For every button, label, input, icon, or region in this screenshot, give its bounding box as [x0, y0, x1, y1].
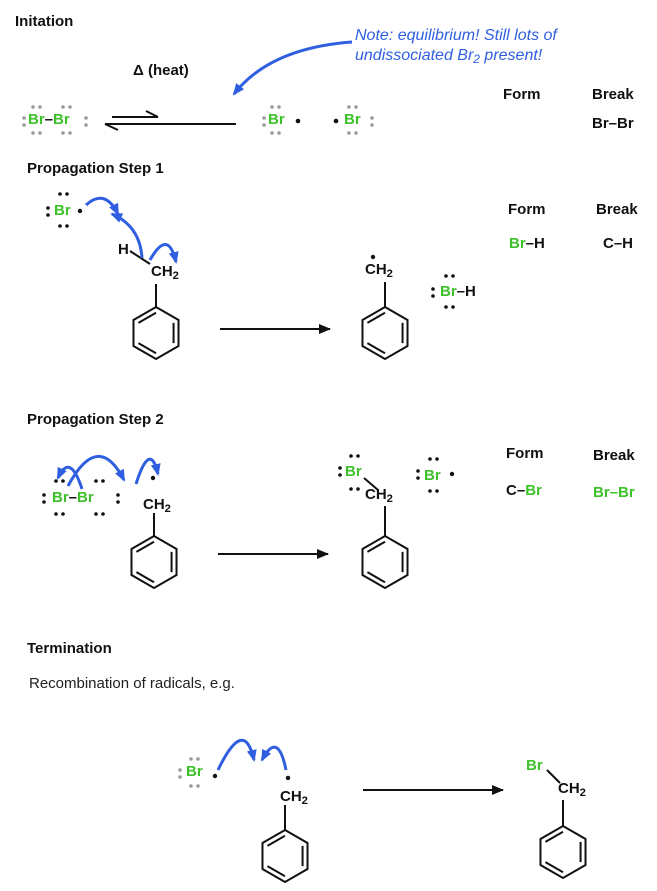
heat-label: Δ (heat): [133, 62, 189, 79]
lone-pairs-initiation: [22, 105, 374, 135]
prop1-hbr-product: Br–H: [440, 283, 476, 300]
prop1-arrow-b: [110, 212, 144, 259]
equilibrium-arrow: [104, 110, 236, 131]
term-ch2-product: CH2: [558, 780, 586, 799]
term-arrow-b: [260, 745, 288, 771]
recombination-text: Recombination of radicals, e.g.: [29, 675, 235, 692]
prop1-product-ring: [361, 282, 409, 361]
prop1-hydrogen: H: [118, 241, 129, 258]
prop1-reactant-ring: [132, 284, 180, 361]
term-br-product: Br: [526, 757, 543, 774]
note-line2: undissociated Br2 present!: [355, 47, 543, 66]
term-arrow-a: [216, 738, 257, 771]
term-reactant-ring: [261, 805, 309, 884]
note-line1: Note: equilibrium! Still lots of: [355, 27, 557, 44]
prop1-arrow-a: [85, 196, 120, 216]
prop2-arrow-b: [66, 455, 126, 487]
prop2-ch2-product: CH2: [365, 486, 393, 505]
prop2-br2-reactant: Br–Br: [52, 489, 94, 506]
prop2-reactant-ring: [130, 513, 178, 590]
lone-pairs-termination: [178, 757, 291, 788]
prop1-ch2-reactant: CH2: [151, 263, 179, 282]
initiation-br-radical-2: Br: [344, 111, 361, 128]
note-arrow: [232, 40, 353, 96]
prop2-ch2-reactant: CH2: [143, 496, 171, 515]
break-header-prop2: Break: [593, 447, 635, 464]
prop2-arrow-c: [134, 457, 161, 485]
break-value-prop2: Br–Br: [593, 484, 635, 501]
prop2-br-c-bond: [363, 477, 379, 491]
lone-pairs-prop1: [46, 192, 455, 309]
propagation-step2-heading: Propagation Step 2: [27, 411, 164, 428]
break-header-prop1: Break: [596, 201, 638, 218]
form-value-prop2: C–Br: [506, 482, 542, 499]
break-header-initiation: Break: [592, 86, 634, 103]
prop1-arrow-c: [148, 243, 179, 264]
prop2-br-radical-product: Br: [424, 467, 441, 484]
initiation-heading: Initation: [15, 13, 74, 30]
prop1-br-radical: Br: [54, 202, 71, 219]
form-header-prop2: Form: [506, 445, 544, 462]
initiation-br2-reactant: Br–Br: [28, 111, 70, 128]
term-ch2-reactant: CH2: [280, 788, 308, 807]
lone-pairs-prop2: [42, 454, 455, 516]
form-header-initiation: Form: [503, 86, 541, 103]
break-value-prop1: C–H: [603, 235, 634, 252]
benzene-rings: [130, 282, 587, 884]
prop1-ch2-product: CH2: [365, 261, 393, 280]
propagation-step1-heading: Propagation Step 1: [27, 160, 164, 177]
term-br-c-bond: [546, 769, 561, 784]
initiation-br-radical-1: Br: [268, 111, 285, 128]
radical-dot-2: [333, 118, 339, 124]
prop2-br-product: Br: [345, 463, 362, 480]
prop2-product-ring: [361, 506, 409, 590]
termination-heading: Termination: [27, 640, 112, 657]
h-c-bond: [129, 250, 151, 265]
term-br-radical: Br: [186, 763, 203, 780]
break-value-initiation: Br–Br: [592, 115, 634, 132]
form-value-prop1: Br–H: [509, 235, 545, 252]
term-product-ring: [539, 800, 587, 880]
form-header-prop1: Form: [508, 201, 546, 218]
radical-dot-1: [295, 118, 301, 124]
prop2-arrow-a: [56, 465, 84, 490]
